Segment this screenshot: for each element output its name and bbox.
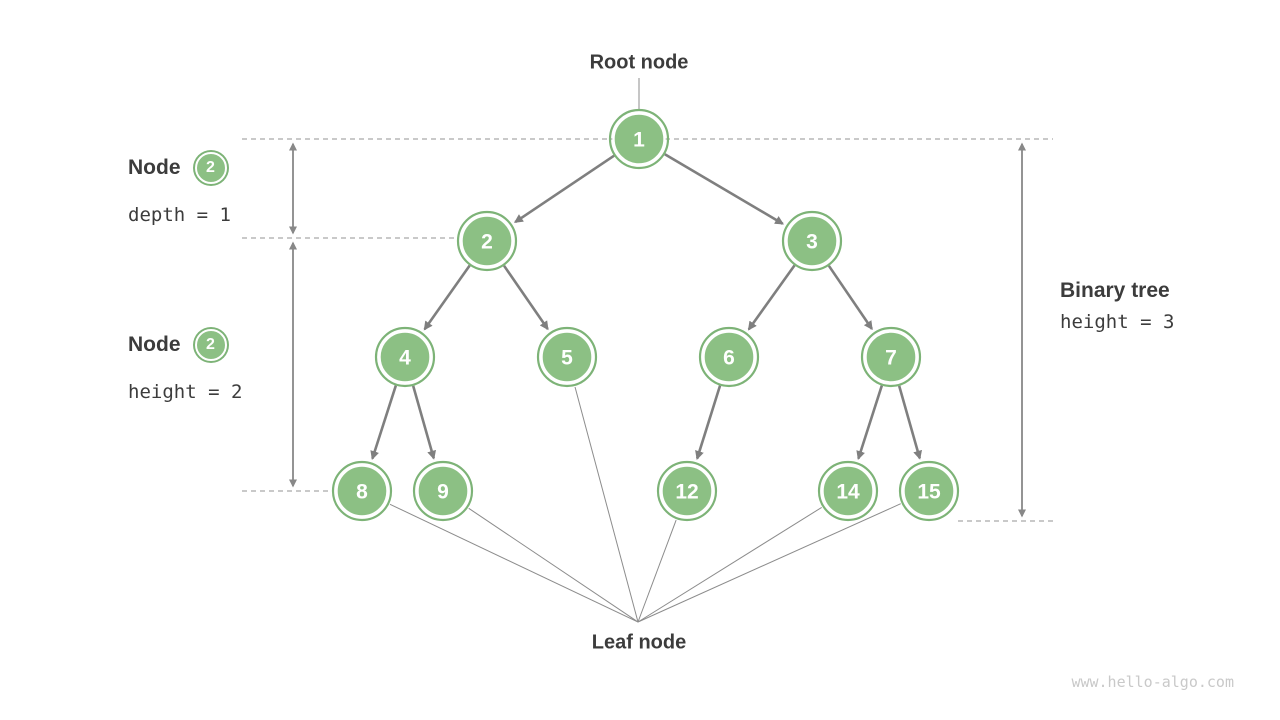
tree-node-value: 1 bbox=[633, 129, 645, 152]
tree-node-value: 4 bbox=[399, 347, 411, 370]
tree-edge bbox=[827, 265, 873, 331]
node-height-annotation: Node 2 height = 2 bbox=[128, 325, 242, 403]
depth-annotation: Node 2 depth = 1 bbox=[128, 148, 231, 226]
leaf-label-pointer-line bbox=[389, 503, 639, 623]
tree-node-value: 14 bbox=[836, 481, 860, 504]
tree-node: 15 bbox=[898, 460, 960, 522]
tree-node: 9 bbox=[412, 460, 474, 522]
leaf-node-label: Leaf node bbox=[591, 631, 687, 654]
node-badge-icon: 2 bbox=[194, 152, 227, 184]
node-height-annotation-title: Node bbox=[128, 333, 181, 356]
leaf-label-pointer-line bbox=[637, 506, 822, 623]
tree-node-value: 7 bbox=[885, 347, 897, 370]
tree-node: 3 bbox=[781, 210, 843, 272]
tree-node-value: 15 bbox=[917, 481, 941, 504]
tree-edge bbox=[513, 154, 615, 224]
tree-node: 6 bbox=[698, 326, 760, 388]
tree-node-value: 12 bbox=[675, 481, 698, 504]
tree-node-value: 6 bbox=[723, 347, 735, 370]
leaf-label-pointer-line bbox=[574, 386, 639, 623]
tree-edge bbox=[664, 153, 785, 225]
tree-node-value: 3 bbox=[806, 231, 818, 254]
leaf-label-pointer-line bbox=[637, 503, 901, 623]
depth-formula: depth = 1 bbox=[128, 204, 231, 226]
tree-edge bbox=[747, 264, 796, 331]
tree-height-annotation-title: Binary tree bbox=[1060, 279, 1170, 302]
tree-node: 4 bbox=[374, 326, 436, 388]
tree-edge bbox=[423, 264, 471, 331]
tree-node-value: 9 bbox=[437, 481, 449, 504]
tree-height-formula: height = 3 bbox=[1060, 311, 1175, 333]
tree-node: 14 bbox=[817, 460, 879, 522]
depth-annotation-title: Node bbox=[128, 156, 181, 179]
leaf-label-pointer-line bbox=[637, 519, 677, 623]
tree-node: 2 bbox=[456, 210, 518, 272]
tree-node: 1 bbox=[608, 108, 670, 170]
tree-height-annotation: Binary tree height = 3 bbox=[1060, 279, 1174, 333]
tree-edge bbox=[502, 264, 549, 331]
tree-edge bbox=[411, 385, 437, 460]
tree-edge bbox=[897, 385, 923, 460]
tree-node: 5 bbox=[536, 326, 598, 388]
tree-node: 12 bbox=[656, 460, 718, 522]
tree-node-value: 2 bbox=[481, 231, 493, 254]
root-node-label: Root node bbox=[589, 51, 689, 74]
tree-node-value: 8 bbox=[356, 481, 368, 504]
node-badge-icon: 2 bbox=[194, 329, 227, 361]
tree-edge bbox=[370, 385, 398, 461]
node-height-formula: height = 2 bbox=[128, 381, 243, 403]
tree-node: 8 bbox=[331, 460, 393, 522]
tree-node-value: 5 bbox=[561, 347, 573, 370]
tree-node: 7 bbox=[860, 326, 922, 388]
watermark: www.hello-algo.com bbox=[1071, 673, 1234, 691]
leaf-label-pointer-line bbox=[468, 507, 639, 623]
tree-edge bbox=[695, 385, 722, 460]
tree-edge bbox=[856, 385, 884, 461]
